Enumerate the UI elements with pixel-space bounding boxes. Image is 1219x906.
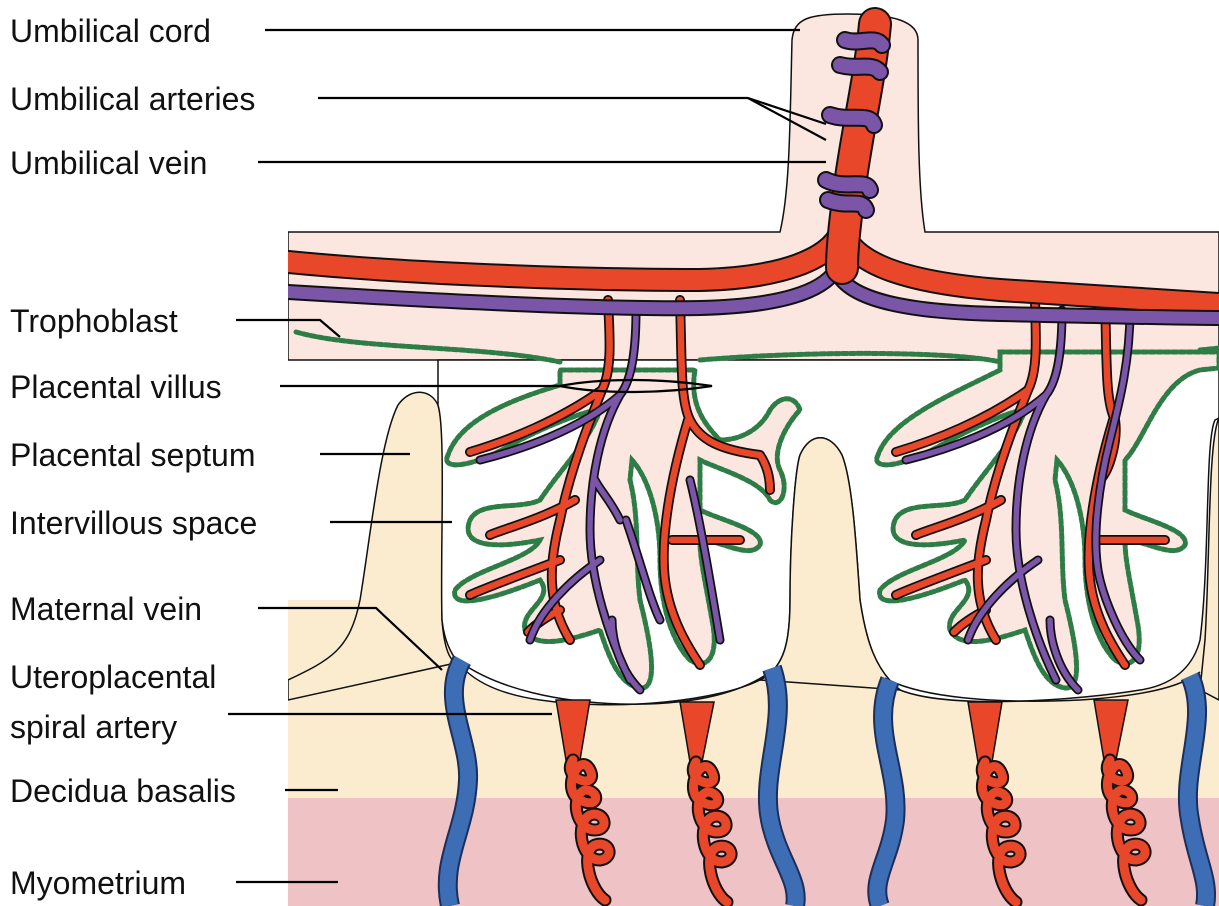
myometrium-layer (288, 798, 1219, 906)
labels: Umbilical cord Umbilical arteries Umbili… (10, 13, 257, 901)
label-spiral-artery: spiral artery (10, 709, 177, 745)
label-placental-villus: Placental villus (10, 369, 222, 405)
label-uteroplacental: Uteroplacental (10, 659, 216, 695)
label-trophoblast: Trophoblast (10, 303, 178, 339)
label-umbilical-cord: Umbilical cord (10, 13, 211, 49)
label-myometrium: Myometrium (10, 865, 186, 901)
label-decidua-basalis: Decidua basalis (10, 773, 236, 809)
tissue-panel (288, 14, 1219, 906)
label-intervillous-space: Intervillous space (10, 505, 257, 541)
label-maternal-vein: Maternal vein (10, 591, 202, 627)
label-umbilical-vein: Umbilical vein (10, 145, 207, 181)
label-placental-septum: Placental septum (10, 437, 255, 473)
label-umbilical-arteries: Umbilical arteries (10, 81, 255, 117)
umbilical-artery-twist (826, 40, 882, 210)
